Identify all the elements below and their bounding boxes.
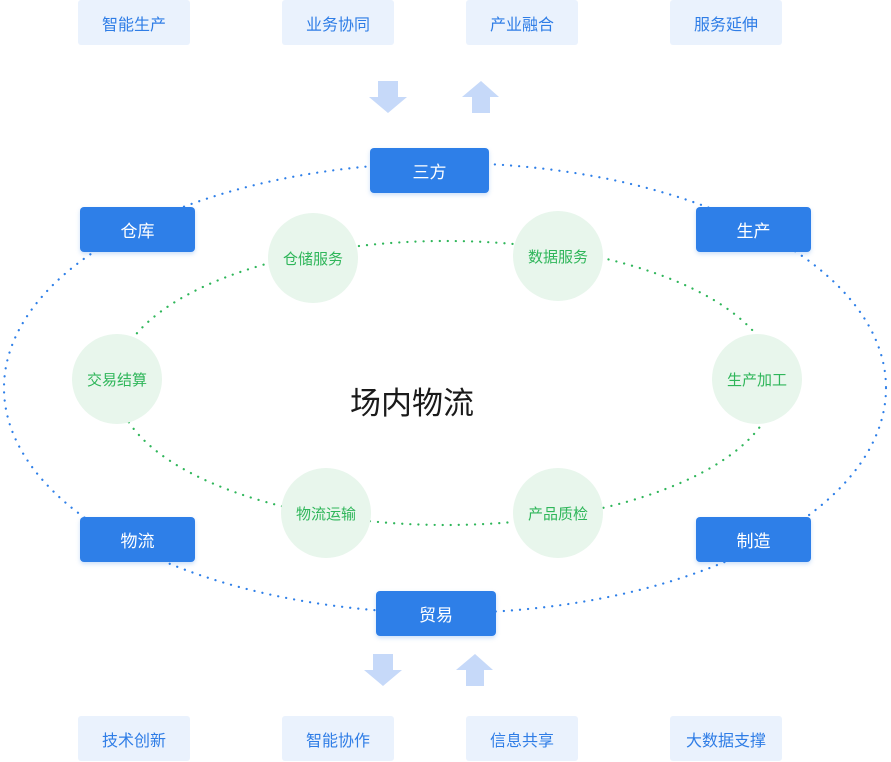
outer-ring xyxy=(2,161,888,615)
arrow-down-icon xyxy=(369,81,407,113)
service-jiaoyi: 交易结算 xyxy=(72,334,162,424)
node-wuliu: 物流 xyxy=(80,517,195,562)
service-yunshu: 物流运输 xyxy=(281,468,371,558)
top-tag: 业务协同 xyxy=(282,0,394,45)
bottom-tag: 技术创新 xyxy=(78,716,190,761)
node-zhizao: 制造 xyxy=(696,517,811,562)
service-shuju: 数据服务 xyxy=(513,211,603,301)
node-sanfang: 三方 xyxy=(370,148,489,193)
arrow-up-icon xyxy=(456,654,493,686)
arrow-down-icon xyxy=(364,654,402,686)
service-jiagong: 生产加工 xyxy=(712,334,802,424)
service-cangchu: 仓储服务 xyxy=(268,213,358,303)
node-maoyi: 贸易 xyxy=(376,591,496,636)
top-tag: 产业融合 xyxy=(466,0,578,45)
bottom-tag: 智能协作 xyxy=(282,716,394,761)
bottom-tag: 信息共享 xyxy=(466,716,578,761)
service-zhijian: 产品质检 xyxy=(513,468,603,558)
node-shengchan: 生产 xyxy=(696,207,811,252)
top-tag: 智能生产 xyxy=(78,0,190,45)
arrow-up-icon xyxy=(462,81,499,113)
node-cangku: 仓库 xyxy=(80,207,195,252)
center-title: 场内物流 xyxy=(350,385,474,422)
top-tag: 服务延伸 xyxy=(670,0,782,45)
bottom-tag: 大数据支撑 xyxy=(670,716,782,761)
